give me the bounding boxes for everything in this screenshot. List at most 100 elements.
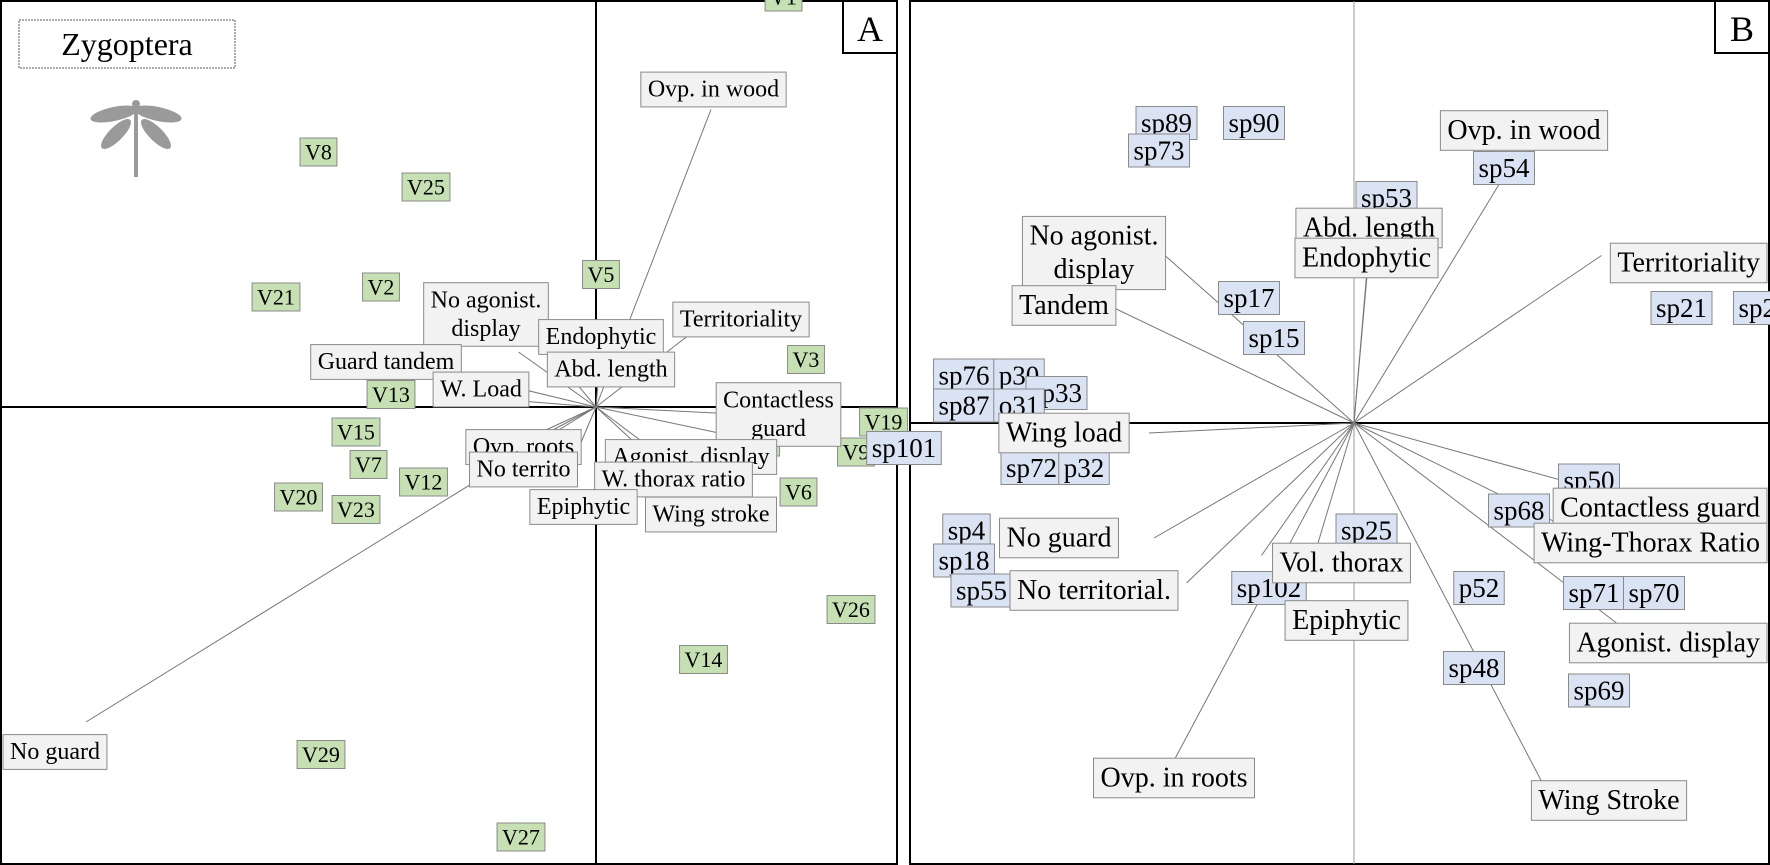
site-label: V19: [865, 409, 903, 434]
trait-vector: [1148, 422, 1355, 434]
site-label: V13: [372, 382, 410, 407]
site-label: sp101: [872, 433, 937, 463]
site-point: sp17: [1217, 281, 1281, 315]
taxon-title: Zygoptera: [61, 26, 193, 62]
trait-label-text: Territoriality: [680, 307, 802, 333]
site-label: V5: [588, 262, 615, 287]
trait-label: Territoriality: [1609, 242, 1768, 284]
site-point: V1: [764, 0, 803, 12]
trait-label: Endophytic: [538, 319, 664, 355]
trait-label: Contactless guard: [1552, 487, 1768, 529]
site-label: sp69: [1573, 676, 1624, 706]
site-label: V6: [785, 479, 812, 504]
trait-vector: [1353, 167, 1510, 424]
trait-label-text: Tandem: [1019, 290, 1109, 321]
site-point: sp71: [1562, 576, 1626, 610]
trait-label-text: Agonist. display: [1576, 627, 1760, 658]
trait-label: Tandem: [1011, 285, 1117, 326]
trait-vector: [1353, 275, 1367, 424]
trait-label-text: Guard tandem: [318, 349, 455, 375]
site-point: V29: [296, 740, 346, 769]
site-point: V7: [349, 450, 388, 479]
ordination-panel-a: AZygopteraV1V8V25V5V21V2V3V13V19V15V11V9…: [0, 0, 908, 865]
trait-label: Guard tandem: [310, 344, 462, 380]
site-point: V20: [274, 482, 323, 512]
trait-label-text: Epiphytic: [537, 494, 630, 520]
trait-label-text: No territorial.: [1017, 575, 1171, 606]
site-point: V2: [362, 272, 400, 302]
trait-label: No agonist.display: [423, 282, 549, 347]
trait-label-text: Endophytic: [1302, 242, 1431, 273]
ordination-panel-b: Bsp89sp90sp73sp54sp53sp17sp15sp21sp20sp7…: [866, 0, 1770, 865]
site-label: V20: [280, 484, 318, 509]
site-label: V1: [770, 0, 797, 9]
site-label: sp17: [1223, 283, 1274, 313]
site-label: p32: [1064, 453, 1105, 483]
trait-vector: [1353, 255, 1602, 424]
trait-label: Ovp. in wood: [640, 71, 787, 108]
trait-label-text: No guard: [1007, 522, 1112, 553]
trait-label-text: No guard: [10, 739, 100, 765]
trait-label-text: Wing stroke: [652, 502, 769, 528]
panel-label: B: [1730, 9, 1754, 49]
site-label: V25: [407, 174, 445, 199]
site-label: V27: [502, 824, 540, 849]
site-point: sp72: [1000, 451, 1063, 485]
site-label: sp76: [938, 361, 989, 391]
trait-vector: [595, 406, 727, 435]
trait-label: Ovp. in wood: [1439, 110, 1609, 151]
site-label: sp25: [1341, 516, 1392, 546]
trait-label: No guard: [999, 517, 1119, 559]
trait-label: W. thorax ratio: [594, 461, 753, 498]
site-label: V9: [843, 439, 870, 464]
trait-vector: [1353, 422, 1550, 796]
trait-label-text: Contactless guard: [1560, 492, 1760, 523]
site-point: sp87: [932, 388, 996, 423]
site-label: V12: [405, 469, 443, 494]
site-point: p52: [1453, 571, 1505, 605]
site-point: V12: [399, 467, 448, 497]
trait-label-text: Vol. thorax: [1280, 547, 1404, 578]
site-label: sp20: [1738, 293, 1770, 323]
site-point: V26: [826, 595, 876, 624]
trait-label-text: Ovp. in roots: [1101, 762, 1248, 793]
site-point: sp102: [1231, 571, 1307, 605]
site-label: sp48: [1448, 653, 1499, 683]
trait-label-text: Abd. length: [554, 357, 667, 383]
site-label: sp89: [1141, 108, 1192, 138]
site-points: V1V8V25V5V21V2V3V13V19V15V11V9V7V12V6V20…: [251, 0, 908, 852]
trait-label: Endophytic: [1294, 237, 1439, 279]
site-point: sp73: [1127, 133, 1191, 168]
site-point: sp90: [1222, 106, 1286, 140]
panel-label: A: [857, 9, 883, 49]
trait-label-text: Wing Stroke: [1538, 785, 1679, 816]
trait-label: Vol. thorax: [1272, 542, 1411, 584]
trait-label-text: Wing load: [1006, 417, 1122, 448]
site-point: sp54: [1472, 151, 1536, 185]
trait-label-text: W. thorax ratio: [602, 467, 746, 493]
site-label: V21: [257, 284, 295, 309]
site-label: sp68: [1493, 496, 1544, 526]
site-label: V2: [368, 274, 395, 299]
damselfly-icon: [90, 100, 182, 177]
site-point: p32: [1058, 451, 1110, 485]
trait-label: No guard: [2, 734, 108, 770]
trait-label-text: Epiphytic: [1292, 605, 1401, 636]
site-point: sp21: [1650, 291, 1713, 325]
site-point: V13: [366, 380, 416, 409]
trait-label: Epiphytic: [529, 489, 638, 525]
site-label: sp70: [1628, 578, 1679, 608]
site-point: sp20: [1732, 291, 1770, 325]
trait-label: Wing Stroke: [1530, 780, 1688, 821]
site-point: V14: [679, 645, 728, 674]
trait-label-text: Territoriality: [1617, 247, 1760, 278]
trait-vector: [1186, 422, 1355, 584]
site-point: sp4: [942, 513, 991, 548]
site-point: V21: [251, 282, 301, 312]
trait-label: Territoriality: [672, 301, 810, 338]
trait-label: Ovp. in roots: [1093, 757, 1255, 799]
